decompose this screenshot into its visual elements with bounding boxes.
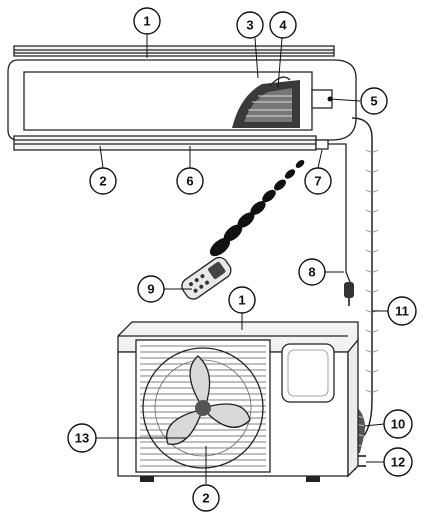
callout-outdoor-top-1: 1 bbox=[228, 286, 256, 314]
svg-text:7: 7 bbox=[314, 174, 321, 189]
svg-text:4: 4 bbox=[279, 18, 287, 33]
callout-remote-9: 9 bbox=[137, 275, 165, 303]
fan-blades bbox=[166, 355, 251, 445]
callout-pipe-10: 10 bbox=[383, 409, 413, 439]
svg-text:11: 11 bbox=[395, 304, 409, 319]
svg-text:12: 12 bbox=[391, 455, 405, 470]
ir-signal bbox=[209, 160, 305, 257]
svg-text:1: 1 bbox=[143, 14, 150, 29]
svg-text:2: 2 bbox=[99, 174, 106, 189]
svg-text:10: 10 bbox=[391, 417, 405, 432]
outdoor-side bbox=[347, 338, 359, 478]
power-plug bbox=[344, 282, 354, 298]
svg-text:9: 9 bbox=[147, 282, 154, 297]
power-cord bbox=[328, 143, 351, 283]
svg-text:3: 3 bbox=[246, 18, 253, 33]
callout-louver-6: 6 bbox=[176, 167, 204, 195]
callout-indoor-bottom-2: 2 bbox=[89, 167, 117, 195]
callout-fan-13: 13 bbox=[67, 423, 97, 453]
remote-receiver bbox=[315, 139, 329, 150]
svg-text:2: 2 bbox=[202, 491, 209, 506]
callout-drain-8: 8 bbox=[298, 258, 326, 286]
svg-text:6: 6 bbox=[186, 174, 193, 189]
fan-guard bbox=[142, 347, 264, 469]
svg-text:8: 8 bbox=[308, 265, 315, 280]
outdoor-unit bbox=[117, 321, 359, 482]
callout-filter-4: 4 bbox=[269, 11, 297, 39]
svg-text:13: 13 bbox=[75, 431, 89, 446]
filter-cutaway bbox=[232, 76, 300, 128]
svg-text:5: 5 bbox=[370, 94, 377, 109]
svg-text:1: 1 bbox=[238, 293, 245, 308]
indoor-bottom-grille bbox=[13, 135, 317, 151]
side-panel bbox=[281, 343, 335, 403]
callout-valve-12: 12 bbox=[383, 447, 413, 477]
callout-receiver-7: 7 bbox=[304, 167, 332, 195]
callout-wrap-11: 11 bbox=[387, 296, 417, 326]
callout-indoor-top-1: 1 bbox=[133, 7, 161, 35]
leader-lines bbox=[96, 34, 388, 484]
remote-control bbox=[181, 256, 232, 300]
indoor-unit bbox=[7, 45, 357, 151]
indoor-top-grille bbox=[13, 45, 335, 57]
callout-outdoor-bottom-2: 2 bbox=[192, 484, 220, 512]
callout-display-5: 5 bbox=[360, 87, 388, 115]
callout-front-panel-3: 3 bbox=[236, 11, 264, 39]
